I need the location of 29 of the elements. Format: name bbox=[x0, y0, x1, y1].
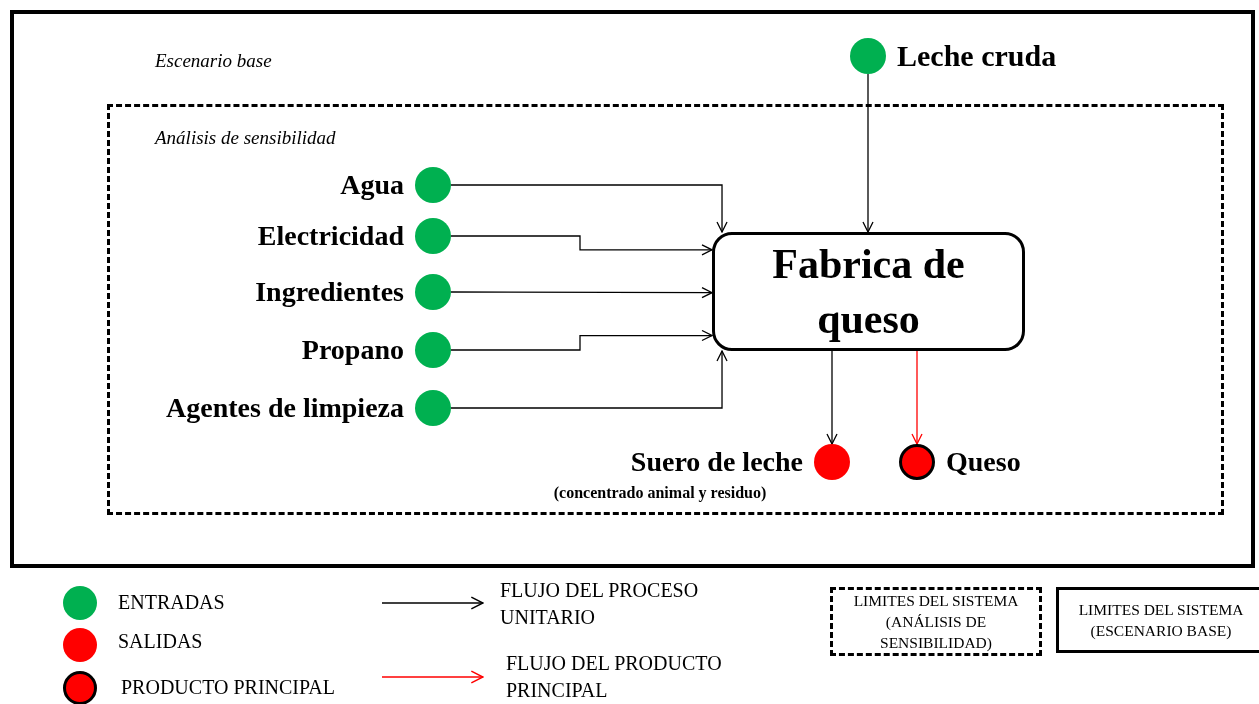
flow-label: Queso bbox=[946, 445, 1021, 479]
boundary-frame bbox=[10, 10, 1255, 568]
flow-sublabel: (concentrado animal y residuo) bbox=[552, 484, 768, 502]
legend-text: ENTRADAS bbox=[118, 590, 226, 615]
flow-label: Agua bbox=[340, 168, 404, 202]
legend-text: PRODUCTO PRINCIPAL bbox=[121, 675, 336, 700]
flow-arrow bbox=[911, 350, 923, 445]
flow-label: Suero de leche bbox=[630, 445, 803, 479]
flow-arrow bbox=[826, 350, 838, 445]
flow-arrow bbox=[450, 184, 728, 233]
flow-label: Leche cruda bbox=[897, 38, 1057, 74]
legend-text: FLUJO DEL PROCESO UNITARIO bbox=[500, 578, 700, 630]
process-box: Fabrica de queso bbox=[712, 232, 1025, 351]
boundary-title: Escenario base bbox=[155, 50, 272, 72]
legend-text: FLUJO DEL PRODUCTO PRINCIPAL bbox=[506, 651, 723, 703]
legend-text: LIMITES DEL SISTEMA (ANÁLISIS DE SENSIBILIDAD) bbox=[852, 591, 1020, 653]
legend-text: SALIDAS bbox=[118, 629, 204, 654]
flow-arrow bbox=[862, 73, 874, 233]
legend-text: LIMITES DEL SISTEMA (ESCENARIO BASE) bbox=[1077, 600, 1245, 641]
dashed-boundary bbox=[107, 104, 1224, 515]
flow-label: Agentes de limpieza bbox=[166, 391, 404, 425]
flow-label: Ingredientes bbox=[255, 275, 404, 309]
flow-label: Propano bbox=[301, 333, 404, 367]
flow-label: Electricidad bbox=[257, 219, 404, 253]
flow-arrow bbox=[450, 235, 713, 256]
flow-arrow bbox=[450, 350, 728, 409]
flow-arrow bbox=[450, 329, 713, 351]
boundary-title: Análisis de sensibilidad bbox=[155, 127, 336, 149]
flow-arrow bbox=[450, 287, 713, 299]
